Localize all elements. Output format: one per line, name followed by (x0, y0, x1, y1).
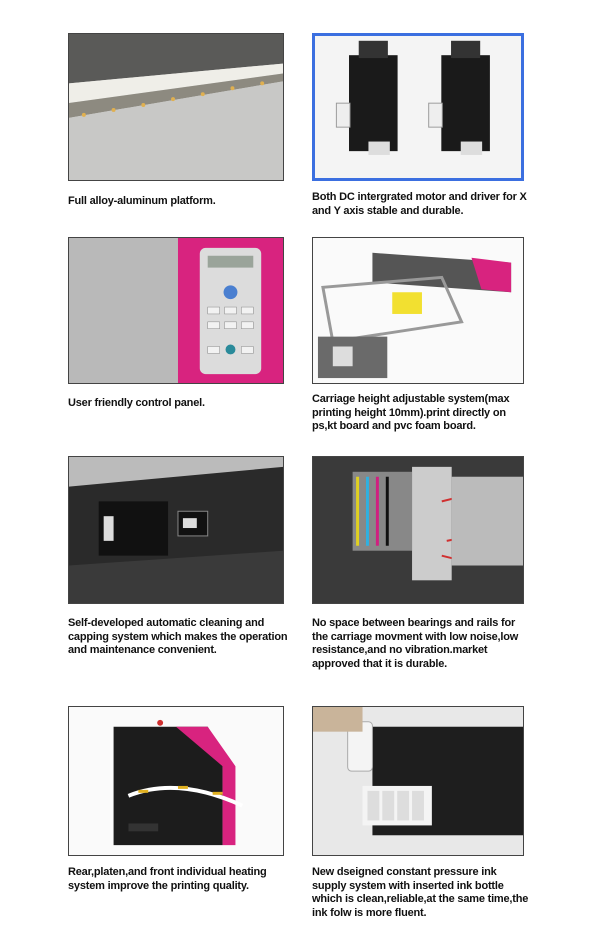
feature-caption: Both DC intergrated motor and driver for… (312, 191, 527, 217)
dc-motor-photo (312, 33, 524, 181)
feature-caption: No space between bearings and rails for … (312, 617, 519, 670)
feature-caption: Rear,platen,and front individual heating… (68, 866, 267, 892)
carriage-height-photo (312, 237, 524, 384)
cleaning-capping-photo (68, 456, 284, 604)
control-panel-photo (68, 237, 284, 384)
heating-system-diagram (68, 706, 284, 856)
feature-caption: User friendly control panel. (68, 397, 205, 409)
bearings-rails-photo (312, 456, 524, 604)
feature-caption: Full alloy-aluminum platform. (68, 195, 216, 207)
feature-caption: New dseigned constant pressure ink suppl… (312, 866, 529, 919)
feature-caption: Carriage height adjustable system(max pr… (312, 393, 510, 432)
aluminum-platform-photo (68, 33, 284, 181)
ink-supply-photo (312, 706, 524, 856)
feature-caption: Self-developed automatic cleaning and ca… (68, 617, 288, 656)
